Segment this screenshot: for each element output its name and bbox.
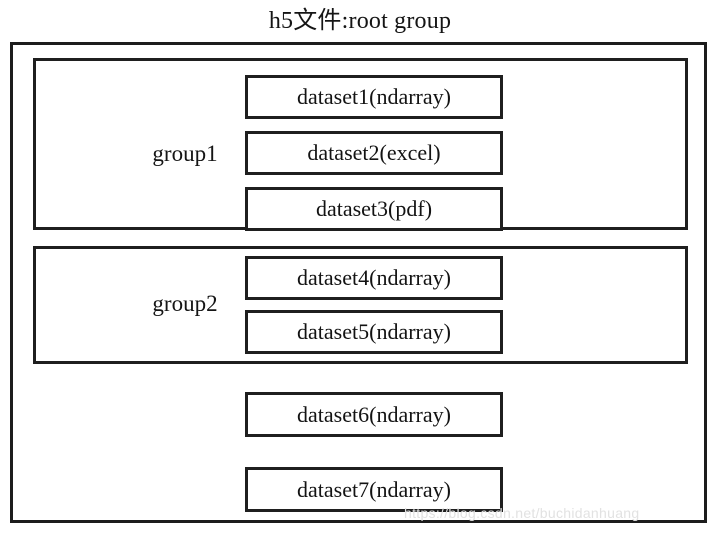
dataset-box-dataset5: dataset5(ndarray) (245, 310, 503, 354)
dataset-box-dataset3: dataset3(pdf) (245, 187, 503, 231)
dataset-box-dataset7: dataset7(ndarray) (245, 467, 503, 512)
watermark-text: https://blog.csdn.net/buchidanhuang (404, 505, 640, 521)
diagram-title: h5文件:root group (268, 8, 452, 34)
dataset-label-dataset6: dataset6(ndarray) (297, 401, 451, 427)
group-label-group2: group2 (152, 291, 218, 316)
dataset-box-dataset1: dataset1(ndarray) (245, 75, 503, 119)
dataset-box-dataset2: dataset2(excel) (245, 131, 503, 175)
dataset-box-dataset4: dataset4(ndarray) (245, 256, 503, 300)
dataset-box-dataset6: dataset6(ndarray) (245, 392, 503, 437)
dataset-label-dataset3: dataset3(pdf) (315, 196, 433, 221)
dataset-label-dataset7: dataset7(ndarray) (297, 476, 451, 502)
group-label-group1: group1 (152, 141, 218, 166)
dataset-label-dataset2: dataset2(excel) (307, 140, 441, 165)
dataset-label-dataset5: dataset5(ndarray) (297, 319, 451, 344)
dataset-label-dataset4: dataset4(ndarray) (297, 265, 451, 290)
dataset-label-dataset1: dataset1(ndarray) (297, 84, 451, 109)
